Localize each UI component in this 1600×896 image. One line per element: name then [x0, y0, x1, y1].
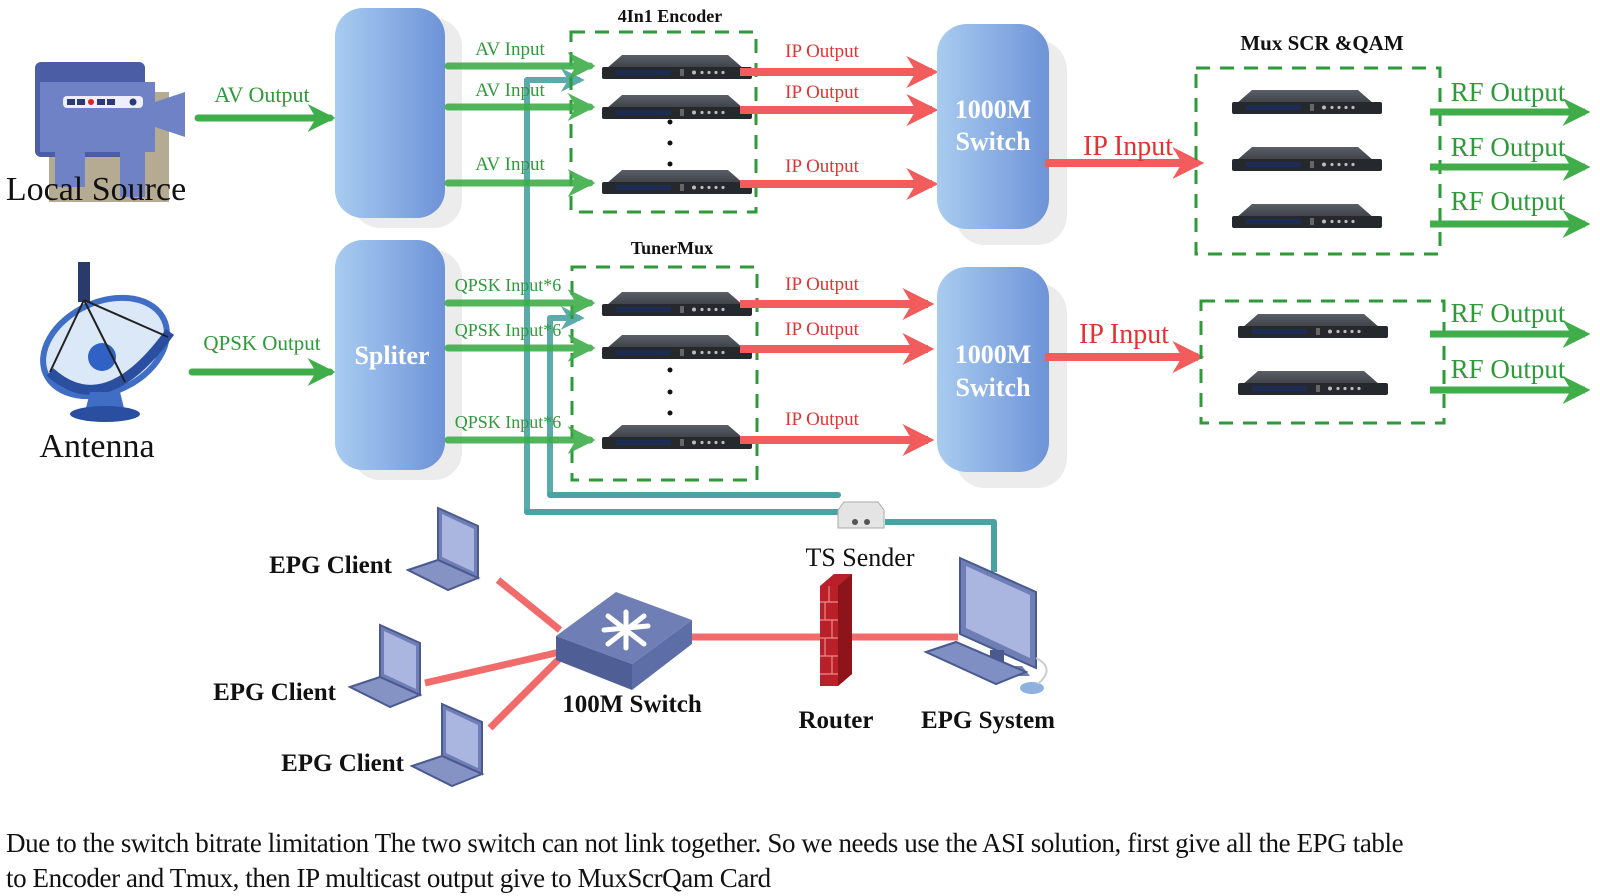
tunermux-group-title: TunerMux [631, 238, 713, 258]
tunermux-group-box [570, 265, 759, 482]
asi-line-encoder [524, 68, 585, 512]
encoder-device-2 [602, 95, 752, 119]
epg-system-label: EPG System [921, 707, 1055, 734]
mux-top-device-3 [1232, 204, 1382, 228]
mux-top-device-1 [1232, 90, 1382, 114]
epg-client-label-2: EPG Client [213, 679, 337, 706]
router-label: Router [799, 707, 874, 734]
tunermux-input-label-2: QPSK Input*6 [455, 320, 562, 340]
switch-bottom [937, 267, 1049, 472]
encoder-input-label-3: AV Input [475, 154, 545, 175]
av-output-label: AV Output [214, 82, 309, 107]
mux-bottom-rf-label-2: RF Output [1451, 354, 1566, 384]
epg-client-label-1: EPG Client [269, 552, 393, 579]
ellipsis-dot [667, 389, 673, 395]
switch-bottom-line2: Switch [955, 373, 1031, 402]
tunermux-device-2 [602, 335, 752, 359]
mux-top-device-2 [1232, 147, 1382, 171]
client-link-2 [424, 648, 561, 687]
mux-top-box [1194, 66, 1442, 256]
mux-bottom-box [1199, 299, 1446, 425]
local-source-label: Local Source [6, 171, 186, 208]
switch-bottom-ip-input-label: IP Input [1079, 319, 1169, 350]
asi-line-tunermux [547, 306, 585, 495]
ts-sender-icon [837, 501, 885, 529]
tunermux-device-3 [602, 425, 752, 449]
ellipsis-dot [667, 367, 673, 373]
splitter-bottom-label: Spliter [354, 341, 429, 370]
encoder-input-label-1: AV Input [475, 39, 545, 60]
switch-top-line1: 1000M [955, 95, 1032, 124]
laptop-icon [409, 702, 485, 788]
mux-top-title: Mux SCR &QAM [1240, 31, 1404, 55]
switch-top [937, 24, 1049, 229]
switch-top-ip-input-label: IP Input [1083, 131, 1173, 162]
splitter-bottom [335, 240, 445, 470]
encoder-output-label-2: IP Output [785, 82, 859, 103]
tunermux-output-label-1: IP Output [785, 274, 859, 295]
ts-sender-label: TS Sender [805, 543, 914, 572]
encoder-group-box [569, 30, 758, 214]
switch-bottom-line1: 1000M [955, 340, 1032, 369]
client-link-1 [495, 577, 563, 633]
encoder-input-label-2: AV Input [475, 80, 545, 101]
encoder-output-label-1: IP Output [785, 41, 859, 62]
mux-bottom-device-2 [1238, 371, 1388, 395]
mux-bottom-device-1 [1238, 314, 1388, 338]
caption: Due to the switch bitrate limitation The… [6, 826, 1596, 896]
tunermux-device-1 [602, 292, 752, 316]
firewall-router-icon [820, 574, 852, 686]
tunermux-input-label-3: QPSK Input*6 [455, 412, 562, 432]
mux-bottom-rf-label-1: RF Output [1451, 298, 1566, 328]
caption-line-1: Due to the switch bitrate limitation The… [6, 828, 1404, 858]
splitter-top [335, 8, 445, 218]
tunermux-input-label-1: QPSK Input*6 [455, 275, 562, 295]
switch-top-line2: Switch [955, 127, 1031, 156]
mux-top-rf-label-3: RF Output [1451, 186, 1566, 216]
tunermux-output-label-3: IP Output [785, 409, 859, 430]
tunermux-output-label-2: IP Output [785, 319, 859, 340]
ellipsis-dot [667, 140, 673, 146]
mux-top-rf-label-2: RF Output [1451, 132, 1566, 162]
ellipsis-dot [667, 410, 673, 416]
laptop-icon [347, 623, 423, 709]
camera-icon [35, 62, 185, 202]
asi-line-epg [885, 519, 997, 572]
100m-switch-label: 100M Switch [562, 691, 702, 718]
mux-top-rf-label-1: RF Output [1451, 77, 1566, 107]
satellite-dish-icon [40, 262, 175, 422]
qpsk-output-label: QPSK Output [203, 331, 320, 355]
encoder-device-3 [602, 170, 752, 194]
client-link-3 [487, 653, 565, 731]
network-switch-icon [556, 592, 692, 690]
laptop-icon [405, 506, 481, 592]
antenna-label: Antenna [39, 428, 154, 465]
encoder-output-label-3: IP Output [785, 156, 859, 177]
caption-line-2: to Encoder and Tmux, then IP multicast o… [6, 863, 771, 893]
ellipsis-dot [667, 161, 673, 167]
encoder-group-title: 4In1 Encoder [618, 6, 723, 26]
encoder-device-1 [602, 55, 752, 79]
desktop-computer-icon [923, 556, 1048, 694]
ellipsis-dot [667, 119, 673, 125]
epg-client-label-3: EPG Client [281, 750, 405, 777]
